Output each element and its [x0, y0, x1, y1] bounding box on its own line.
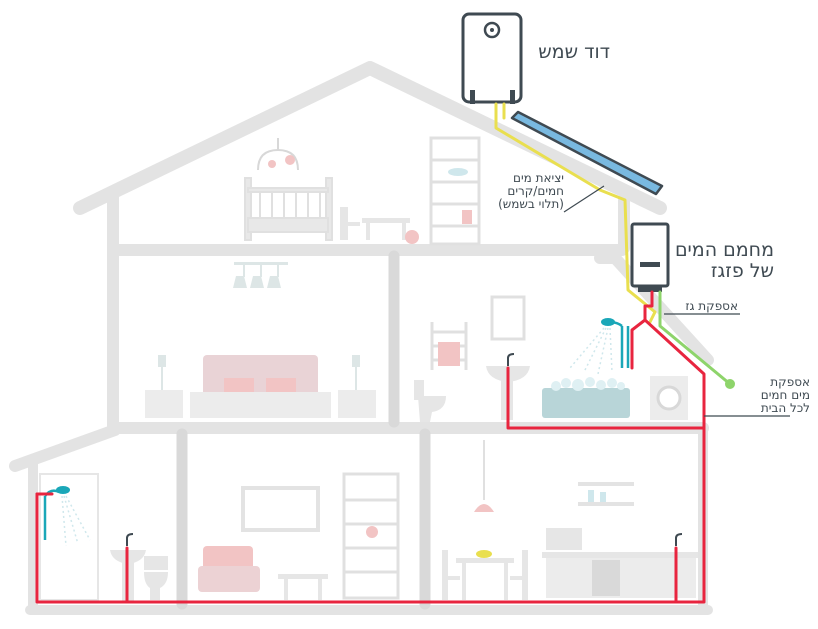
hot-pipe-shower-feed: [630, 318, 647, 370]
toy-shelf: [429, 136, 481, 246]
label-house-hot-water: אספקת מים חמים לכל הבית: [744, 376, 810, 415]
washing-machine: [650, 376, 688, 420]
right-roof-slope: [594, 252, 714, 366]
gas-supply-end: [725, 379, 735, 389]
crib: [244, 177, 333, 241]
dining-table: [442, 550, 528, 600]
label-hot-water-out-line-1: יציאת מים: [512, 171, 564, 185]
bookshelf: [342, 472, 400, 600]
toy-ball: [405, 230, 419, 244]
solar-boiler: [461, 12, 523, 104]
upper-bathroom: [414, 295, 688, 422]
label-gas-supply: אספקת גז: [685, 299, 738, 313]
ground-floor-rooms: [39, 440, 698, 602]
label-house-hot-water-line-2: מים חמים: [760, 388, 810, 402]
label-hot-water-out-line-2: חמים/קרים: [507, 184, 564, 198]
bookshelf-plant: [366, 526, 378, 538]
mirror: [490, 295, 526, 341]
pendant-lamp: [474, 440, 494, 512]
hot-pipe-heater-down: [643, 290, 706, 430]
fruit-bowl: [476, 550, 492, 558]
bedroom: [145, 262, 376, 418]
lower-shower-spray: [61, 495, 91, 547]
nightstand-left: [145, 355, 183, 418]
upper-shower-head: [601, 318, 615, 326]
lower-toilet: [144, 556, 168, 600]
shelf-toy-pink: [462, 210, 472, 224]
shelf-toy-blue: [448, 168, 468, 176]
bed: [190, 355, 331, 418]
bathtub: [542, 377, 630, 418]
kitchen-shelf: [578, 482, 634, 506]
hot-pipe-upper-bath: [506, 366, 706, 430]
label-gas-heater: מחמם המים של פזגז: [672, 240, 774, 282]
hot-pipe-main: [35, 426, 706, 604]
gas-water-heater: [630, 222, 670, 292]
kids-table: [340, 207, 410, 240]
pipes: [35, 102, 735, 604]
upper-roof: [73, 61, 667, 215]
shower-door: [39, 473, 99, 601]
tv: [241, 486, 320, 532]
solar-pipe-out: [494, 102, 657, 324]
upper-shower: [605, 321, 630, 368]
baby-mobile: [257, 138, 299, 171]
upper-toilet: [414, 380, 446, 422]
nightstand-right: [338, 355, 376, 418]
lower-shower-pipe: [43, 489, 60, 540]
label-house-hot-water-line-1: אספקת: [770, 375, 810, 389]
faucets: [126, 353, 683, 546]
callout-hot-water-out: [563, 185, 605, 213]
solar-panel: [510, 110, 664, 196]
callout-lines: [563, 185, 790, 417]
coffee-table: [278, 574, 328, 600]
label-hot-water-out-line-3: (תלוי בשמש): [498, 197, 564, 211]
chandelier: [233, 262, 288, 288]
house-structure: [9, 61, 714, 615]
attic-nursery: [244, 136, 481, 246]
lower-shower-head: [56, 486, 70, 494]
kitchen-counter: [542, 528, 698, 598]
label-gas-heater-line-1: מחמם המים: [674, 239, 774, 261]
gas-supply-pipe: [658, 290, 732, 386]
label-solar-heater: דוד שמש: [538, 41, 610, 63]
upper-shower-spray: [569, 327, 613, 375]
label-house-hot-water-line-3: לכל הבית: [760, 401, 810, 415]
towel: [438, 342, 460, 366]
armchair: [198, 546, 260, 592]
label-gas-heater-line-2: של פזגז: [710, 260, 774, 282]
label-hot-water-out: יציאת מים חמים/קרים (תלוי בשמש): [480, 172, 564, 211]
